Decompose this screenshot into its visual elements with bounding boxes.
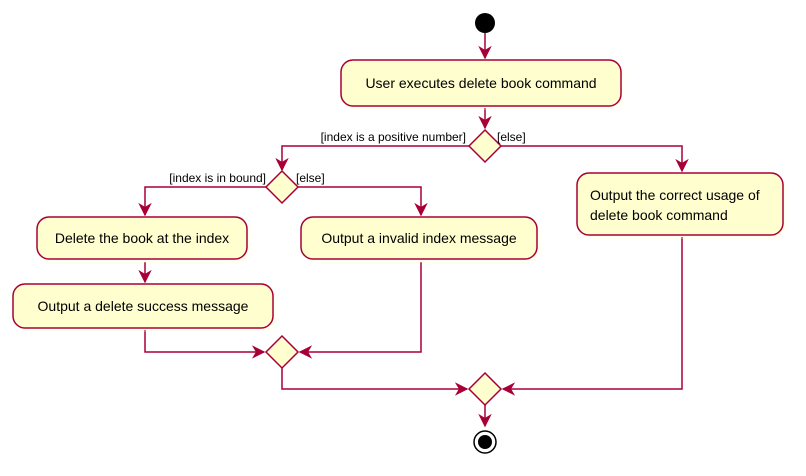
edge-decision2-to-invalid	[298, 186, 428, 217]
activity-invalid-index-label: Output a invalid index message	[321, 230, 517, 246]
guard-else-outer: [else]	[497, 130, 526, 144]
edge-decision1-to-usage	[501, 145, 689, 173]
guard-in-bound: [index is in bound]	[169, 171, 266, 185]
activity-success-message-label: Output a delete success message	[38, 298, 249, 314]
guard-else-inner: [else]	[296, 171, 325, 185]
edge-usage-to-merge2	[501, 237, 683, 396]
activity-correct-usage-line1: Output the correct usage of	[590, 187, 760, 203]
edge-decision1-to-decision2	[275, 145, 469, 172]
activity-invalid-index: Output a invalid index message	[300, 216, 541, 263]
edge-decision2-to-delete	[138, 186, 266, 217]
merge-outer	[467, 371, 503, 407]
edge-merge1-to-merge2	[281, 368, 469, 396]
decision-positive-number	[467, 128, 503, 164]
activity-execute-label: User executes delete book command	[365, 75, 596, 91]
guard-positive-number: [index is a positive number]	[321, 130, 466, 144]
edge-invalid-to-merge1	[298, 262, 422, 359]
end-node	[473, 430, 497, 454]
activity-delete-book-label: Delete the book at the index	[55, 230, 229, 246]
activity-execute-command: User executes delete book command	[340, 59, 625, 110]
activity-correct-usage: Output the correct usage of delete book …	[576, 172, 787, 239]
activity-delete-book: Delete the book at the index	[36, 216, 251, 263]
start-node	[475, 13, 495, 33]
merge-inner	[264, 334, 300, 370]
activity-correct-usage-line2: delete book command	[590, 207, 728, 223]
edge-success-to-merge1	[144, 330, 266, 359]
activity-success-message: Output a delete success message	[12, 283, 277, 332]
decision-in-bound	[264, 169, 300, 205]
